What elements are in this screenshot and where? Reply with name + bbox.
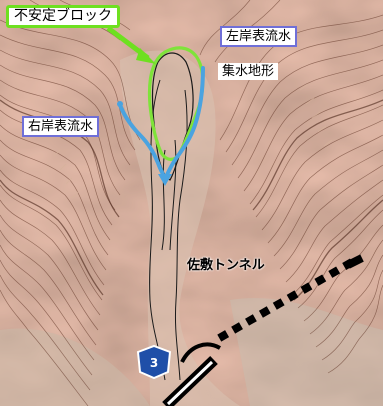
left-bank-stream: [163, 66, 205, 182]
lowland-area-east: [230, 297, 383, 406]
right-bank-source: [117, 101, 123, 107]
left-bank-stream-label: 左岸表流水: [220, 26, 298, 47]
contour-lines: [0, 0, 141, 406]
tunnel-line: [214, 254, 364, 344]
stream-arrowhead: [158, 174, 172, 186]
catchment-topography-label: 集水地形: [218, 63, 279, 80]
pointer-arrow: [106, 26, 156, 64]
lowland-area: [0, 328, 150, 406]
right-bank-stream-label: 右岸表流水: [22, 116, 100, 137]
tunnel-name-label: 佐敷トンネル: [187, 258, 265, 273]
tunnel-portal: [162, 342, 221, 406]
valley-floor: [120, 50, 240, 406]
route-3-shield: 3: [136, 344, 172, 380]
ridge-hatching: [53, 83, 333, 199]
route-number: 3: [150, 356, 158, 370]
unstable-block-label: 不安定ブロック: [6, 5, 120, 28]
contour-lines-east: [199, 0, 383, 374]
